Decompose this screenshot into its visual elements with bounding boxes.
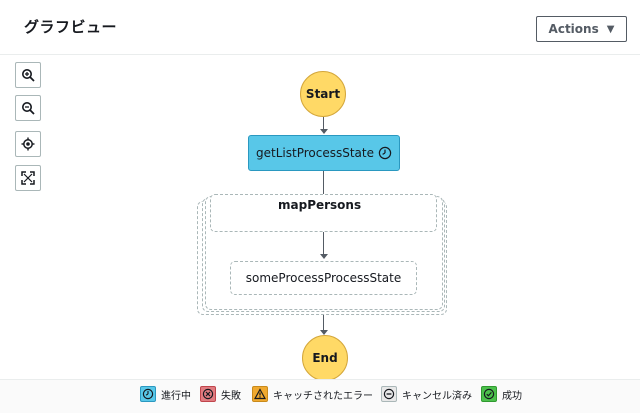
- legend-label-succeeded: 成功: [502, 390, 522, 402]
- zoom-in-button[interactable]: [15, 62, 41, 88]
- legend-item-caught-error: キャッチされたエラー: [252, 386, 373, 402]
- inner-state-label: someProcessProcessState: [245, 271, 402, 285]
- warning-icon: [254, 388, 266, 400]
- legend-label-in-progress: 進行中: [161, 390, 191, 402]
- clock-icon: [378, 146, 392, 160]
- legend-box-caught-error: [252, 386, 268, 402]
- edge-start-to-task: [323, 117, 324, 130]
- end-node[interactable]: End: [302, 335, 348, 381]
- caret-down-icon: ▼: [606, 23, 615, 35]
- legend-label-cancelled: キャンセル済み: [402, 390, 472, 402]
- legend-item-succeeded: 成功: [481, 386, 522, 402]
- arrowhead: [320, 254, 328, 259]
- zoom-in-icon: [22, 69, 35, 82]
- legend-item-in-progress: 進行中: [140, 386, 191, 402]
- arrowhead: [320, 129, 328, 134]
- start-node[interactable]: Start: [300, 71, 346, 117]
- actions-button[interactable]: Actions ▼: [536, 16, 627, 42]
- map-state-label: mapPersons: [278, 198, 362, 212]
- fit-screen-button[interactable]: [15, 165, 41, 191]
- zoom-out-icon: [22, 102, 35, 115]
- center-graph-button[interactable]: [15, 131, 41, 157]
- page-title: グラフビュー: [24, 18, 118, 36]
- center-icon: [21, 137, 35, 151]
- fit-screen-icon: [21, 171, 35, 185]
- x-circle-icon: [202, 388, 214, 400]
- legend-label-caught-error: キャッチされたエラー: [273, 390, 373, 402]
- actions-button-label: Actions: [548, 22, 599, 36]
- arrowhead: [320, 330, 328, 335]
- task-node-label: getListProcessState: [256, 146, 374, 160]
- task-node-getlistprocessstate[interactable]: getListProcessState: [248, 135, 400, 171]
- minus-circle-icon: [383, 388, 395, 400]
- edge-task-to-map: [323, 171, 324, 196]
- clock-icon: [142, 388, 154, 400]
- legend-item-cancelled: キャンセル済み: [381, 386, 472, 402]
- legend-box-in-progress: [140, 386, 156, 402]
- edge-map-to-end: [323, 315, 324, 331]
- legend-item-failed: 失敗: [200, 386, 241, 402]
- legend-label-failed: 失敗: [221, 390, 241, 402]
- end-node-label: End: [312, 351, 338, 365]
- legend-box-succeeded: [481, 386, 497, 402]
- status-legend: 進行中 失敗 キャッチされたエラー: [0, 379, 640, 413]
- start-node-label: Start: [305, 87, 341, 101]
- legend-box-failed: [200, 386, 216, 402]
- map-state-header[interactable]: [210, 194, 437, 232]
- check-circle-icon: [483, 388, 495, 400]
- edge-map-to-inner: [323, 232, 324, 254]
- inner-state-node[interactable]: someProcessProcessState: [230, 261, 417, 295]
- zoom-out-button[interactable]: [15, 95, 41, 121]
- panel-header: グラフビュー Actions ▼: [0, 0, 640, 55]
- legend-box-cancelled: [381, 386, 397, 402]
